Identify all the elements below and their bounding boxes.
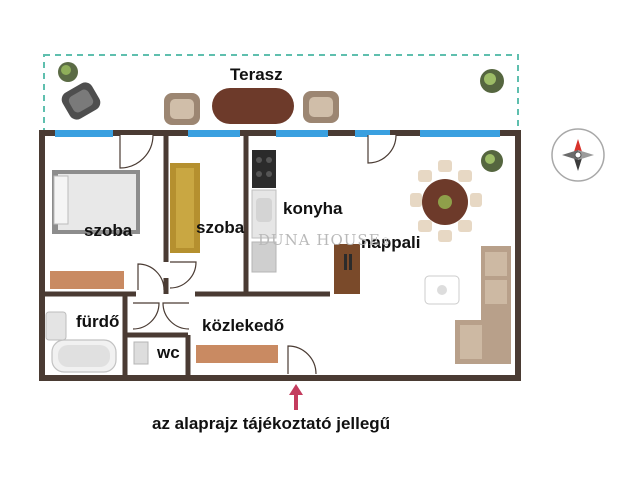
label-szoba-2: szoba [196,218,245,237]
bedroom-1-furniture [50,170,140,289]
coffee-table [424,275,460,305]
plant-corner [481,150,503,172]
terrace-plant-right [480,69,504,93]
terrace-plant-left [58,62,78,82]
dining-table-plant [438,195,452,209]
label-nappali: nappali [361,233,421,252]
compass-icon [551,128,605,182]
terrace-armchair-dark [61,82,101,120]
watermark: DUNA HOUSE® [258,231,392,249]
terrace-armchair-right [303,91,339,123]
interior-walls [42,133,330,378]
bedroom-2-furniture [170,163,200,253]
watermark-mark: ® [380,237,392,248]
hallway-wardrobe [196,345,278,363]
watermark-text: DUNA HOUSE [258,231,381,249]
windows [55,130,500,137]
label-konyha: konyha [283,199,343,218]
terrace [43,54,519,133]
label-kozlekedo: közlekedő [202,316,285,335]
label-terasz: Terasz [230,65,283,84]
terrace-table [212,88,294,124]
kitchen-furniture [251,150,360,294]
dining-chairs [410,160,482,242]
bathroom-furniture [45,311,117,373]
doors [119,134,397,375]
sofa-cushions [460,252,507,359]
living-room-furniture [410,150,511,364]
label-furdo: fürdő [76,312,120,331]
entrance-arrow-icon [289,384,303,410]
label-szoba-1: szoba [84,221,133,240]
terrace-armchair-left [164,93,200,125]
label-wc: wc [157,343,180,362]
plan-note: az alaprajz tájékoztató jellegű [152,414,391,433]
wc-furniture [133,341,149,365]
